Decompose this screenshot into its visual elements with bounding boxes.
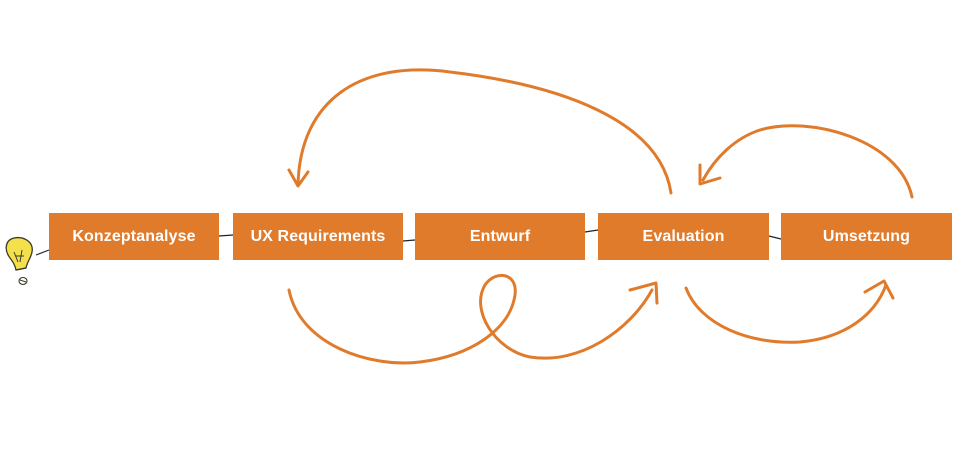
connector-evaluation-umsetzung — [768, 235, 782, 240]
arrowhead-evaluation-to-umsetzung — [863, 279, 895, 300]
arrow-evaluation-to-umsetzung — [684, 283, 888, 344]
connector-konzept-ux — [218, 234, 234, 237]
stage-konzeptanalyse[interactable]: Konzeptanalyse — [49, 213, 219, 260]
arrow-umsetzung-to-evaluation — [701, 124, 914, 199]
stage-evaluation[interactable]: Evaluation — [598, 213, 769, 260]
arrowhead-ux-to-evaluation — [628, 281, 659, 305]
stage-entwurf[interactable]: Entwurf — [415, 213, 585, 260]
connector-entwurf-evaluation — [584, 229, 599, 233]
arrow-evaluation-to-ux — [296, 68, 673, 195]
lightbulb-icon — [5, 236, 33, 286]
stage-ux-requirements[interactable]: UX Requirements — [233, 213, 403, 260]
arrow-ux-to-evaluation — [287, 273, 654, 365]
stage-umsetzung[interactable]: Umsetzung — [781, 213, 952, 260]
connector-lines — [35, 229, 782, 256]
connector-ux-entwurf — [402, 239, 416, 242]
connector-bulb-konzept — [35, 249, 50, 256]
arrowhead-umsetzung-to-evaluation — [698, 163, 722, 186]
arrowhead-evaluation-to-ux — [287, 168, 310, 188]
